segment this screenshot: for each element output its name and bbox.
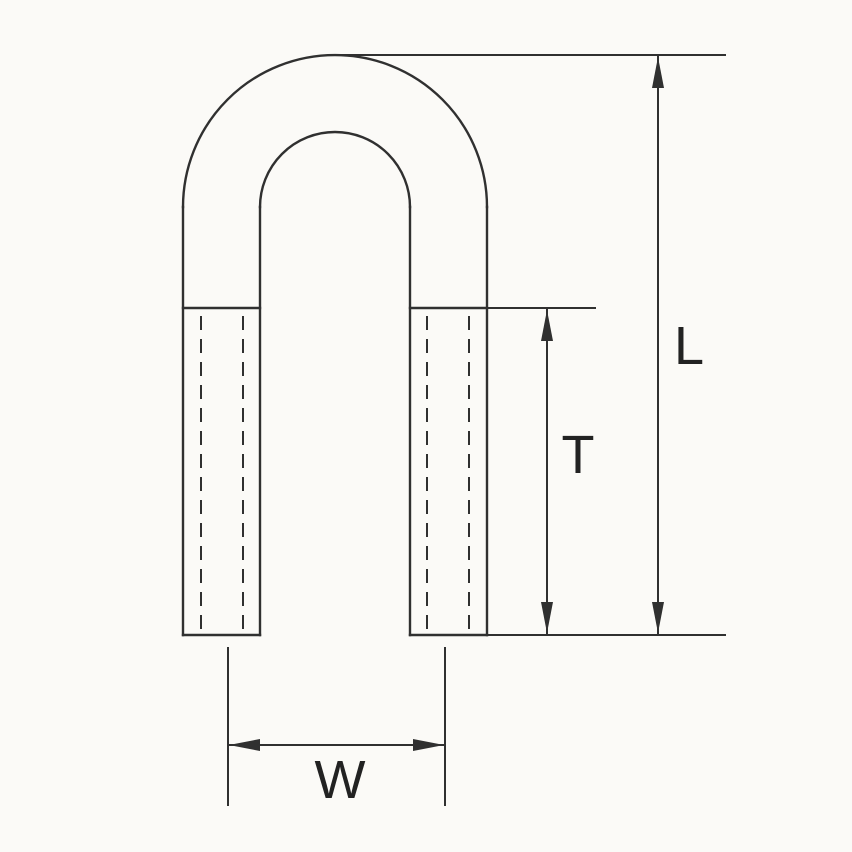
inner-bend-arc: [258, 130, 412, 209]
arrowhead-W-right: [413, 739, 444, 751]
dimension-label-L: L: [674, 316, 704, 376]
u-bolt-outline: [181, 53, 489, 637]
dimension-labels: L T W: [315, 316, 705, 810]
dimension-label-W: W: [315, 750, 366, 810]
arrowhead-L-up: [652, 57, 664, 88]
arrowhead-L-down: [652, 602, 664, 633]
thread-root-lines: [200, 316, 470, 630]
dimension-arrowheads: [229, 57, 664, 751]
arrowhead-T-down: [541, 602, 553, 633]
dimension-label-T: T: [562, 425, 595, 485]
arrowhead-W-left: [229, 739, 260, 751]
dimension-lines: [227, 54, 726, 806]
arrowhead-T-up: [541, 310, 553, 341]
